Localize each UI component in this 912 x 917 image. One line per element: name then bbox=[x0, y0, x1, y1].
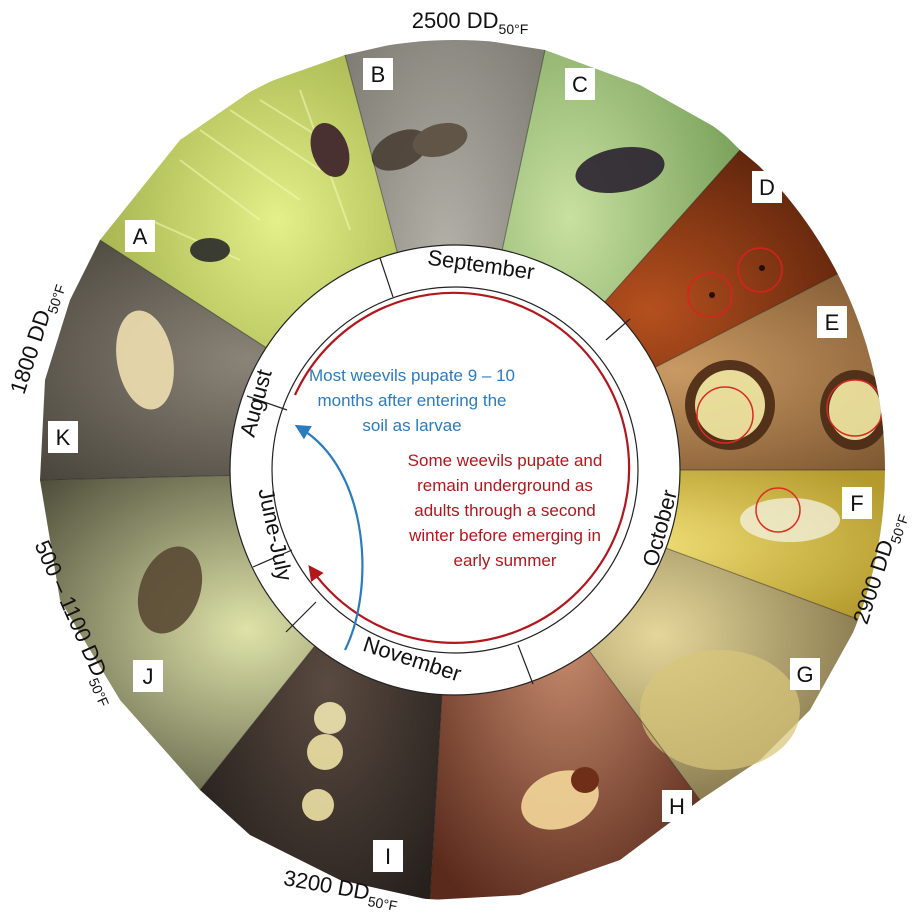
badge-e: E bbox=[817, 306, 847, 338]
badge-g-label: G bbox=[796, 662, 813, 687]
inner-circle bbox=[272, 287, 638, 653]
badge-b: B bbox=[363, 58, 393, 90]
badge-k-label: K bbox=[56, 425, 71, 450]
badge-h: H bbox=[662, 790, 692, 822]
red-note-line-3: adults through a second bbox=[414, 501, 595, 520]
badge-i-label: I bbox=[385, 844, 391, 869]
red-note-line-5: early summer bbox=[454, 551, 557, 570]
badge-j-label: J bbox=[143, 664, 154, 689]
badge-h-label: H bbox=[669, 794, 685, 819]
badge-i: I bbox=[373, 840, 403, 872]
badge-d: D bbox=[752, 171, 782, 203]
badge-f-label: F bbox=[850, 491, 863, 516]
badge-a-label: A bbox=[133, 224, 148, 249]
badge-d-label: D bbox=[759, 175, 775, 200]
badge-j: J bbox=[133, 660, 163, 692]
badge-f: F bbox=[842, 487, 872, 519]
badge-k: K bbox=[48, 421, 78, 453]
badge-a: A bbox=[125, 220, 155, 252]
badge-c-label: C bbox=[572, 72, 588, 97]
blue-note-line-2: months after entering the bbox=[317, 391, 506, 410]
red-note-line-1: Some weevils pupate and bbox=[408, 451, 603, 470]
badge-e-label: E bbox=[825, 310, 840, 335]
red-note-line-2: remain underground as bbox=[417, 476, 593, 495]
badge-b-label: B bbox=[371, 62, 386, 87]
blue-note-line-1: Most weevils pupate 9 – 10 bbox=[309, 366, 515, 385]
red-note-line-4: winter before emerging in bbox=[408, 526, 601, 545]
dd-label-top: 2500 DD50°F bbox=[412, 8, 529, 37]
badge-c: C bbox=[565, 68, 595, 100]
badge-g: G bbox=[790, 658, 820, 690]
blue-note-line-3: soil as larvae bbox=[362, 416, 461, 435]
